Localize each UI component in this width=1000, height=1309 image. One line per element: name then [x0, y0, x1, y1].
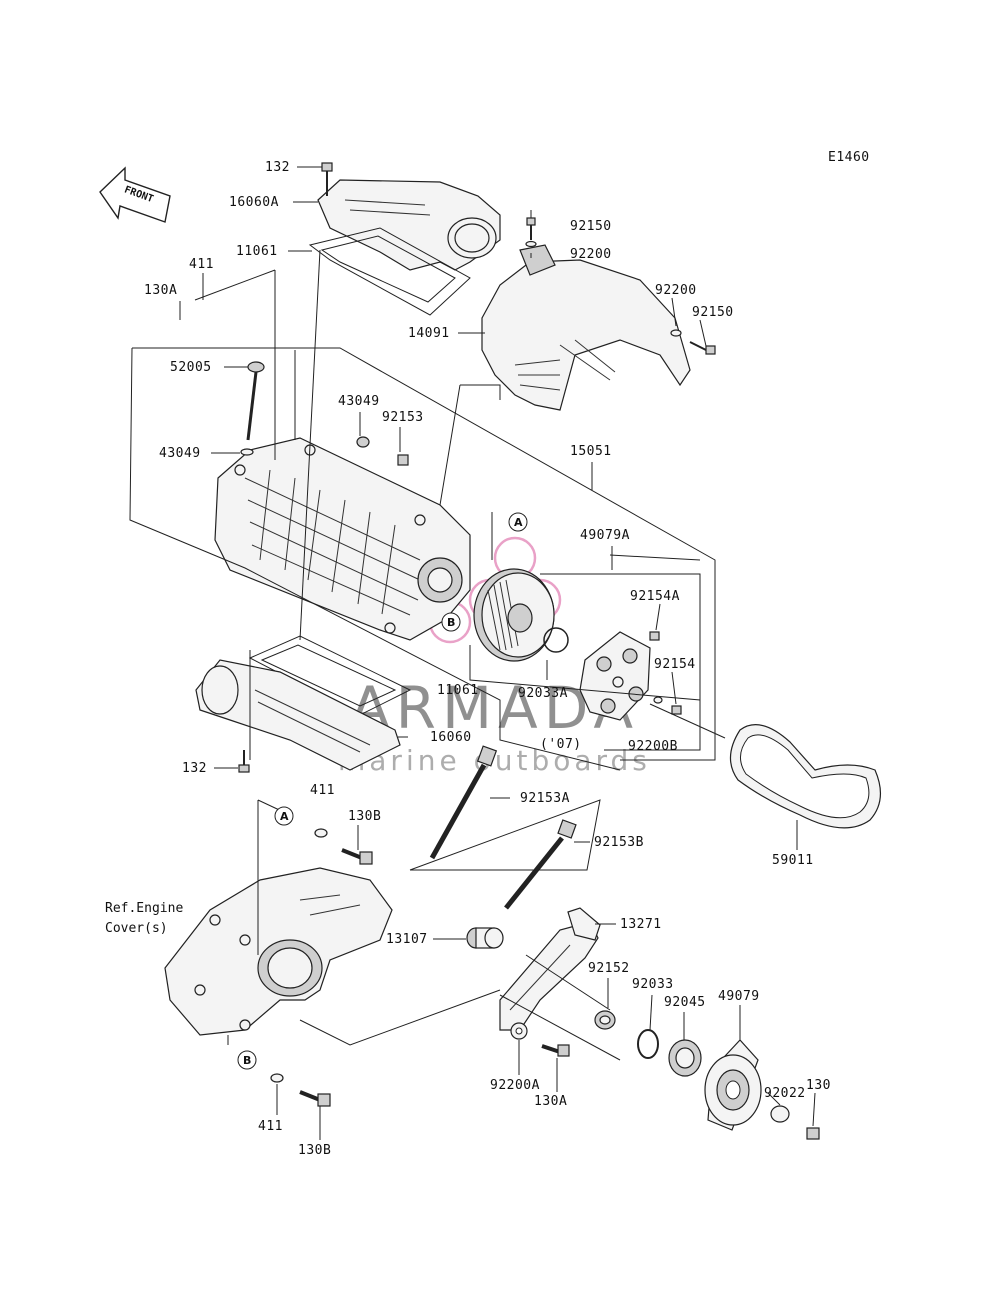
- bolt-icon: [806, 1127, 820, 1140]
- part-label: 59011: [772, 853, 814, 868]
- part-label: 411: [258, 1119, 283, 1134]
- part-label: 16060: [430, 730, 472, 745]
- part-label: 130A: [144, 283, 177, 298]
- bolt-icon: [238, 750, 250, 773]
- diagram-code: E1460: [828, 150, 870, 165]
- circle-ref-b: B: [441, 612, 461, 632]
- part-label: 130B: [348, 809, 381, 824]
- part-label: 43049: [338, 394, 380, 409]
- pulley-49079a: [473, 568, 569, 662]
- supercharger-body: [214, 437, 471, 641]
- bolt-icon: [270, 1073, 331, 1107]
- part-label: 411: [310, 783, 335, 798]
- snap-ring-92033: [637, 1029, 659, 1059]
- part-label: 92152: [588, 961, 630, 976]
- svg-text:A: A: [514, 516, 523, 529]
- part-label: 13271: [620, 917, 662, 932]
- part-label: 49079A: [580, 528, 630, 543]
- engine-cover: [164, 867, 393, 1036]
- bolt-icon: [314, 828, 373, 865]
- bolt-icon: [649, 631, 682, 715]
- part-label: 130B: [298, 1143, 331, 1158]
- part-label: 92153A: [520, 791, 570, 806]
- circle-ref-b: B: [237, 1050, 257, 1070]
- washer-92200a: [510, 1022, 528, 1040]
- part-label: 130: [806, 1078, 831, 1093]
- nut-92152: [594, 1010, 616, 1030]
- part-label: 92200: [570, 247, 612, 262]
- part-label: 92153: [382, 410, 424, 425]
- svg-text:B: B: [447, 616, 455, 629]
- bolt-icon: [525, 217, 537, 248]
- tensioner-spacer: [466, 927, 504, 949]
- part-label: 16060A: [229, 195, 279, 210]
- plug-icon: [356, 436, 409, 466]
- part-label: 92200A: [490, 1078, 540, 1093]
- svg-text:B: B: [243, 1054, 251, 1067]
- part-label: 52005: [170, 360, 212, 375]
- long-bolt-92153b: [504, 819, 577, 910]
- part-label: 92153B: [594, 835, 644, 850]
- part-label: 132: [182, 761, 207, 776]
- circle-ref-a: A: [508, 512, 528, 532]
- part-label: 49079: [718, 989, 760, 1004]
- part-label: 43049: [159, 446, 201, 461]
- part-label: 92033A: [518, 686, 568, 701]
- part-label: 92045: [664, 995, 706, 1010]
- part-label: 130A: [534, 1094, 567, 1109]
- part-label: 92200B: [628, 739, 678, 754]
- part-label: 92154A: [630, 589, 680, 604]
- ref-note-line1: Ref.Engine: [105, 901, 183, 916]
- intake-chamber-bottom: [195, 635, 412, 771]
- intake-chamber-top: [317, 179, 501, 271]
- part-label: 411: [189, 257, 214, 272]
- drive-belt: [729, 724, 881, 829]
- part-label: 13107: [386, 932, 428, 947]
- leader-lines: [129, 166, 816, 1140]
- coupling-plate: [579, 631, 651, 721]
- circle-ref-a: A: [274, 806, 294, 826]
- bolt-icon: [670, 329, 716, 355]
- part-label: 92150: [692, 305, 734, 320]
- belt-cover: [481, 244, 691, 411]
- tensioner-bracket: [499, 907, 601, 1031]
- part-label: 92150: [570, 219, 612, 234]
- part-label: 11061: [437, 683, 479, 698]
- washer-92022: [770, 1105, 790, 1123]
- idler-pulley-49079: [704, 1039, 762, 1131]
- ref-note-line2: Cover(s): [105, 921, 168, 936]
- bearing-92045: [668, 1039, 702, 1077]
- part-label: 92200: [655, 283, 697, 298]
- bolt-icon: [541, 1044, 570, 1057]
- part-label: 15051: [570, 444, 612, 459]
- part-label: 92022: [764, 1086, 806, 1101]
- oil-dipstick: [240, 361, 265, 456]
- part-label: 92154: [654, 657, 696, 672]
- part-label: 92033: [632, 977, 674, 992]
- part-label: 132: [265, 160, 290, 175]
- part-label: 11061: [236, 244, 278, 259]
- long-bolt-92153a: [429, 745, 498, 860]
- svg-text:A: A: [280, 810, 289, 823]
- front-arrow-icon: FRONT: [99, 166, 171, 223]
- gasket-top: [308, 227, 471, 316]
- part-label: 14091: [408, 326, 450, 341]
- year-note: ('07): [540, 737, 582, 752]
